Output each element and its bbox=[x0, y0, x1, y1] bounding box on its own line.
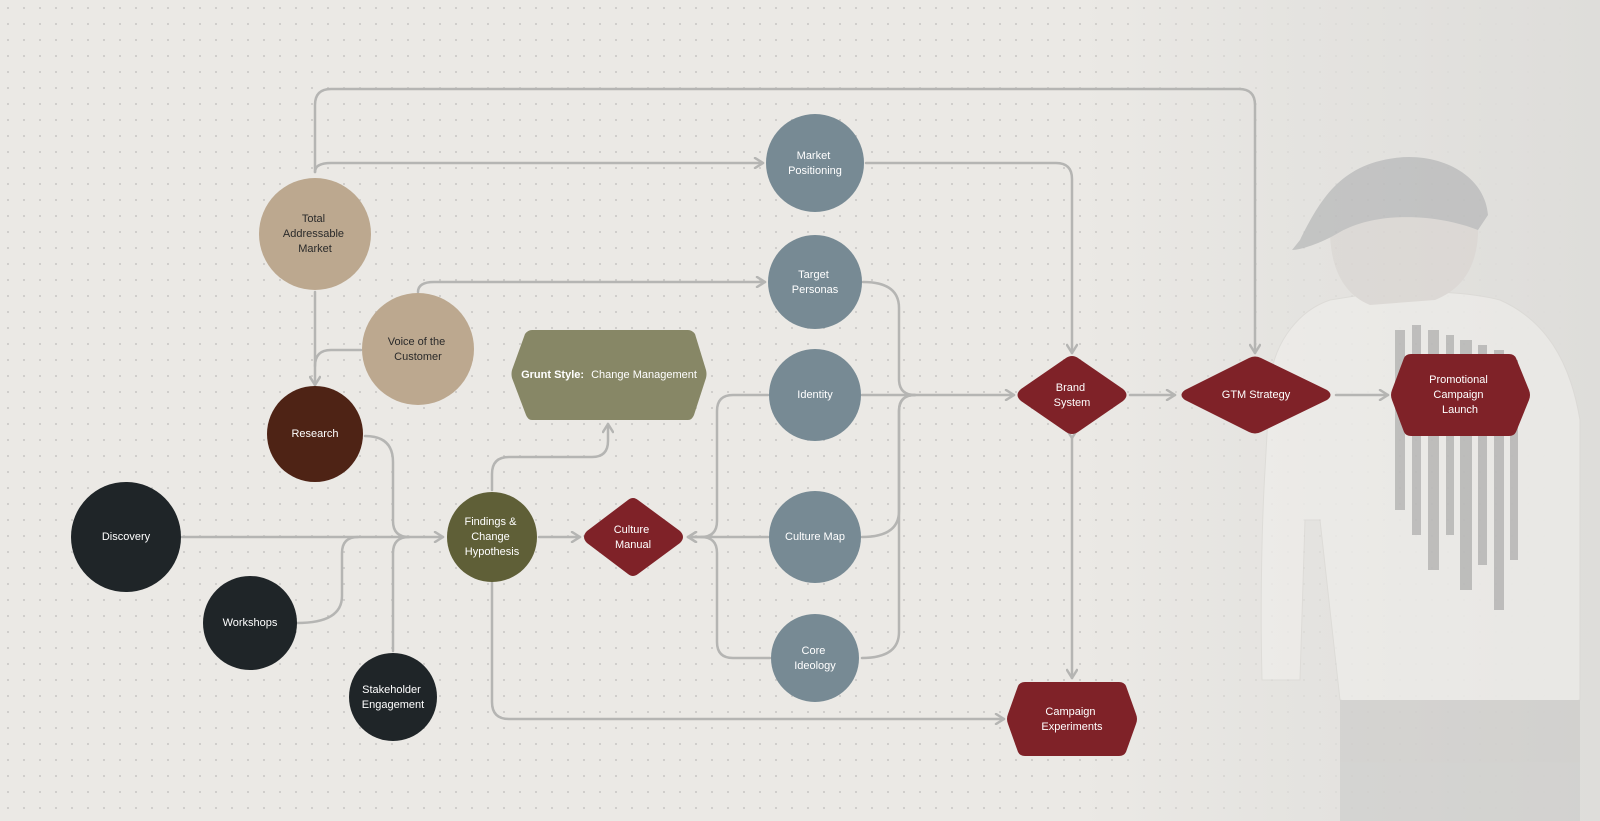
node-brand-system[interactable]: Brand System bbox=[1017, 356, 1127, 434]
node-label: Total Addressable Market bbox=[283, 213, 347, 255]
node-discovery[interactable]: Discovery bbox=[71, 482, 181, 592]
connector-voc-to-research bbox=[313, 348, 363, 368]
connector-identity-to-culture-manual bbox=[686, 393, 770, 537]
node-label: Voice of the Customer bbox=[388, 336, 449, 363]
node-label: Core Ideology bbox=[794, 645, 836, 672]
connector-core-ideology-to-brand-system bbox=[860, 393, 917, 660]
node-label: Grunt Style: Change Management bbox=[521, 369, 697, 381]
node-identity[interactable]: Identity bbox=[769, 349, 861, 441]
node-label: GTM Strategy bbox=[1222, 389, 1291, 401]
node-research[interactable]: Research bbox=[267, 386, 363, 482]
node-label: Identity bbox=[797, 389, 833, 401]
node-label: Campaign Experiments bbox=[1041, 706, 1103, 733]
connector-stakeholder-to-findings bbox=[391, 535, 411, 653]
node-label: Discovery bbox=[102, 531, 151, 543]
background-person-figure bbox=[1260, 157, 1581, 821]
node-label: Target Personas bbox=[792, 269, 839, 296]
node-promotional-campaign-launch[interactable]: Promotional Campaign Launch bbox=[1391, 354, 1530, 436]
connector-tam-to-gtm bbox=[313, 87, 1255, 355]
node-core-ideology[interactable]: Core Ideology bbox=[771, 614, 859, 702]
node-findings-change-hypothesis[interactable]: Findings & Change Hypothesis bbox=[447, 492, 537, 582]
node-voice-of-the-customer[interactable]: Voice of the Customer bbox=[362, 293, 474, 405]
node-culture-map[interactable]: Culture Map bbox=[769, 491, 861, 583]
node-change-management[interactable]: Grunt Style: Change Management bbox=[511, 330, 707, 420]
connector-core-ideology-to-culture-manual bbox=[699, 535, 772, 660]
node-label: Market Positioning bbox=[788, 150, 842, 177]
node-gtm-strategy[interactable]: GTM Strategy bbox=[1181, 356, 1331, 434]
node-label: Promotional Campaign Launch bbox=[1429, 374, 1491, 416]
node-workshops[interactable]: Workshops bbox=[203, 576, 297, 670]
node-campaign-experiments[interactable]: Campaign Experiments bbox=[1007, 682, 1137, 756]
connectors bbox=[180, 87, 1390, 719]
connector-voc-to-target-personas bbox=[416, 282, 767, 294]
node-label: Findings & Change Hypothesis bbox=[464, 516, 519, 558]
connector-workshops-to-findings bbox=[295, 535, 360, 625]
node-label: Workshops bbox=[223, 617, 278, 629]
node-label: Brand System bbox=[1054, 382, 1091, 409]
connector-findings-to-change-management bbox=[490, 422, 608, 492]
connector-research-to-findings bbox=[363, 434, 411, 539]
node-label: Stakeholder Engagement bbox=[362, 684, 424, 711]
node-label: Research bbox=[291, 428, 338, 440]
node-total-addressable-market[interactable]: Total Addressable Market bbox=[259, 178, 371, 290]
connector-culture-map-to-brand-system bbox=[860, 393, 917, 539]
connector-tam-to-market-positioning bbox=[313, 163, 765, 174]
node-market-positioning[interactable]: Market Positioning bbox=[766, 114, 864, 212]
node-stakeholder-engagement[interactable]: Stakeholder Engagement bbox=[349, 653, 437, 741]
connector-market-positioning-to-brand-system bbox=[864, 161, 1072, 355]
node-culture-manual[interactable]: Culture Manual bbox=[584, 498, 683, 576]
connector-findings-to-campaign-experiments bbox=[490, 580, 1006, 719]
node-label: Culture Map bbox=[785, 531, 845, 543]
node-target-personas[interactable]: Target Personas bbox=[768, 235, 862, 329]
node-label: Culture Manual bbox=[614, 524, 653, 551]
connector-target-personas-to-brand-system bbox=[861, 280, 917, 397]
